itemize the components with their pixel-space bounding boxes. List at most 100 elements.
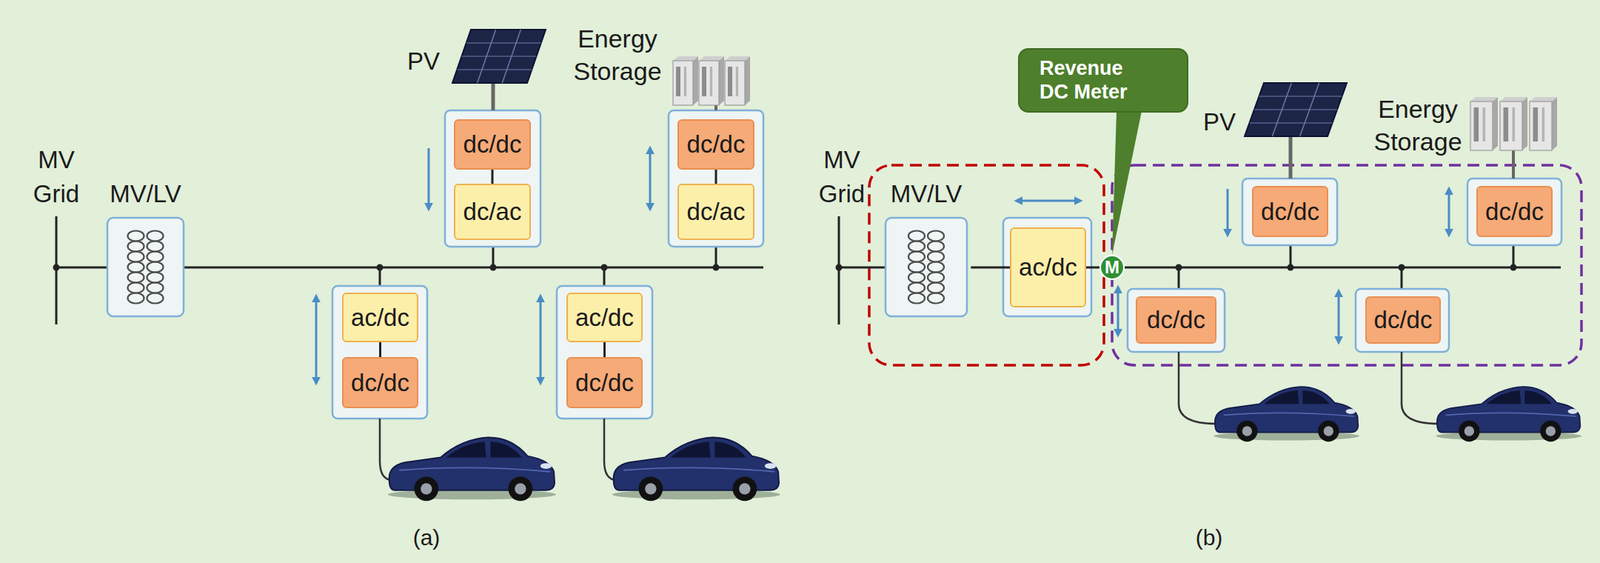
power-flow-arrow: [427, 148, 431, 209]
junction-dot: [713, 264, 720, 271]
converter-label: dc/dc: [1374, 305, 1433, 334]
transformer-box: MV/LV: [881, 177, 972, 317]
power-flow-arrow: [1226, 188, 1230, 235]
junction-dot: [1287, 264, 1295, 271]
converter-label: dc/dc: [575, 368, 634, 397]
converter-label: ac/dc: [575, 303, 634, 332]
electric-car: [612, 437, 781, 502]
connector-line: [491, 169, 494, 184]
charging-cable: [1401, 351, 1438, 424]
converter-label: dc/dc: [1260, 197, 1320, 226]
junction-dot: [53, 264, 60, 271]
dcdc-converter: dc/dc: [1252, 185, 1329, 237]
source-label: Energy Storage: [561, 22, 674, 88]
converter-label: dc/ac: [687, 197, 746, 226]
transformer-housing: [885, 217, 967, 317]
connector-line: [1086, 266, 1100, 269]
converter-label: ac/dc: [1018, 253, 1078, 282]
storage-cabinet: [724, 56, 751, 106]
converter-housing: [444, 110, 541, 247]
junction-dot: [376, 264, 384, 271]
converter-label: dc/dc: [463, 130, 522, 159]
transformer-box: MV/LV: [100, 177, 191, 317]
ac-dc-region: [869, 165, 1104, 366]
dcdc-converter: dc/dc: [342, 356, 419, 408]
junction-dot: [1510, 264, 1518, 271]
converter-housing: [1355, 288, 1449, 352]
connector-line: [970, 266, 1010, 269]
component-heading: MV/LV: [109, 177, 182, 211]
dcdc-converter: dc/dc: [677, 119, 755, 170]
junction-dot: [835, 264, 843, 271]
power-flow-arrow: [649, 148, 652, 209]
junction-dot: [601, 264, 608, 271]
converter-label: ac/dc: [350, 303, 410, 332]
power-flow-arrow: [315, 296, 318, 383]
acdc-converter: ac/dc: [342, 292, 419, 343]
power-flow-arrow: [1016, 199, 1081, 203]
source-label: PV: [1193, 105, 1246, 140]
converter-housing: [1003, 217, 1092, 317]
meter-symbol: M: [1099, 254, 1125, 280]
converter-label: dc/ac: [463, 197, 522, 226]
transformer-coil: [908, 231, 945, 304]
bus-label: MV Grid: [812, 142, 872, 212]
converter-housing: [668, 110, 764, 247]
junction-dot: [1398, 264, 1406, 271]
electric-car: [1435, 386, 1582, 442]
dcdc-converter: dc/dc: [453, 119, 531, 170]
power-flow-arrow: [1448, 188, 1451, 235]
panel-label: (a): [396, 522, 457, 553]
callout-text: Revenue DC Meter: [1039, 57, 1144, 103]
storage-link: [1511, 147, 1515, 179]
power-flow-arrow: [1117, 287, 1120, 335]
panel-post: [1289, 131, 1293, 179]
pv-panel: [452, 29, 546, 83]
storage-cabinet: [1500, 96, 1528, 151]
dc-bus-region: [1112, 165, 1582, 366]
bus-label: MV Grid: [26, 142, 86, 212]
callout-pointer: [1112, 111, 1142, 255]
converter-housing: [1467, 178, 1562, 246]
converter-label: dc/dc: [1485, 197, 1544, 226]
panel-label: (b): [1179, 522, 1239, 553]
dcdc-converter: dc/dc: [1476, 185, 1553, 237]
pv-panel: [1244, 82, 1347, 137]
acdc-converter: ac/dc: [566, 292, 643, 343]
storage-cabinet: [1529, 96, 1558, 151]
electric-car: [1213, 386, 1360, 442]
dcac-converter: dc/ac: [677, 183, 755, 240]
storage-cabinet: [698, 56, 725, 106]
meter-callout: Revenue DC Meter: [1018, 48, 1189, 113]
dcdc-converter: dc/dc: [566, 356, 643, 408]
converter-label: dc/dc: [687, 130, 746, 159]
connector-line: [379, 342, 382, 357]
transformer-coil: [128, 231, 164, 304]
junction-dot: [490, 264, 497, 271]
charging-cable: [1178, 351, 1216, 424]
power-flow-arrow: [1337, 290, 1341, 343]
converter-label: dc/dc: [350, 368, 410, 397]
converter-housing: [1127, 288, 1225, 352]
storage-cabinet: [673, 56, 699, 106]
power-flow-arrow: [539, 296, 542, 383]
storage-cabinet: [1470, 96, 1498, 151]
bus-wire: [1124, 266, 1561, 269]
dcac-converter: dc/ac: [453, 183, 531, 240]
electric-car: [387, 437, 557, 502]
connector-line: [715, 169, 718, 184]
converter-housing: [1242, 178, 1338, 246]
bus-wire: [838, 266, 886, 269]
source-label: PV: [397, 44, 450, 79]
junction-dot: [1175, 264, 1183, 271]
component-heading: MV/LV: [890, 177, 963, 211]
connector-line: [603, 342, 606, 357]
source-label: Energy Storage: [1362, 92, 1474, 158]
dcdc-converter: dc/dc: [1365, 296, 1442, 344]
acdc-converter: ac/dc: [1009, 227, 1087, 308]
meter-letter: M: [1104, 258, 1120, 277]
